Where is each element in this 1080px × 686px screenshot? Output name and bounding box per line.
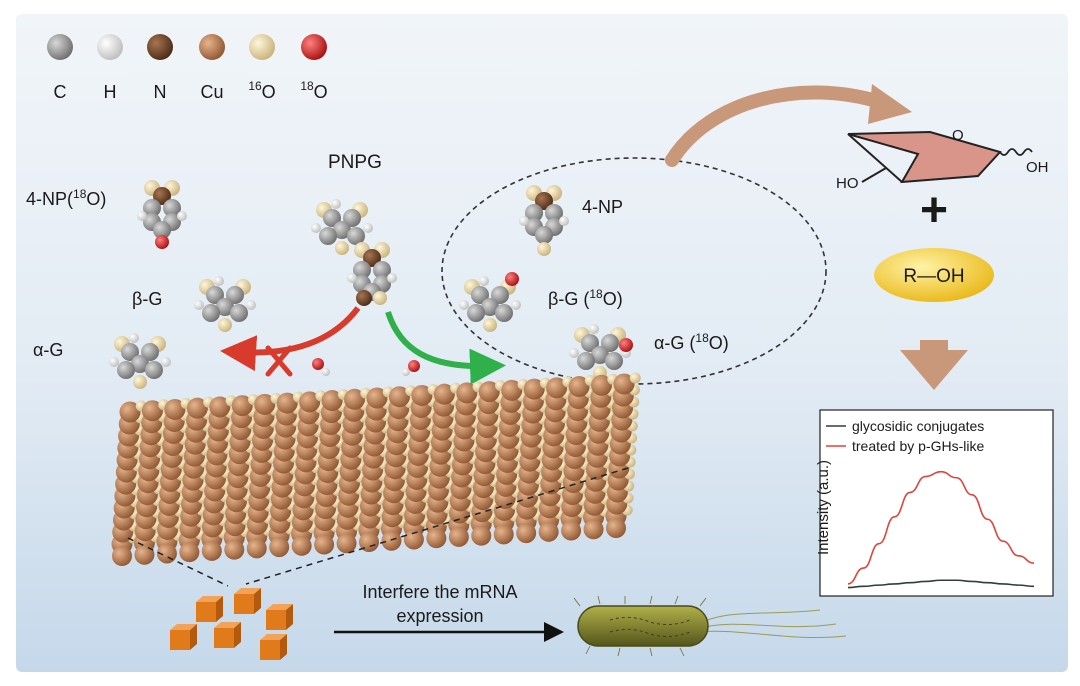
roh-label: R—OH: [903, 266, 964, 287]
series-line-1: [847, 470, 1035, 585]
nanocube: [266, 604, 293, 630]
series-line-0: [847, 579, 1035, 589]
catalysis-arrow: [385, 311, 506, 385]
legend-swatch-n: [147, 34, 173, 60]
nanocube: [234, 588, 261, 614]
legend-label-1: treated by p-GHs-like: [852, 438, 984, 454]
mrna-text-line2: expression: [396, 606, 483, 626]
label-alpha-g-18o: α-G (18O): [654, 331, 729, 353]
down-arrow: [900, 340, 968, 390]
nanocubes: [170, 588, 293, 660]
copper-oxide-nanosheet: [111, 372, 641, 566]
zoom-lines: [127, 467, 629, 587]
blocked-arrow: [220, 306, 361, 377]
plus-sign: +: [920, 184, 948, 237]
water-molecules: [312, 358, 420, 376]
mrna-text-line1: Interfere the mRNA: [362, 582, 517, 602]
sugar-oh: OH: [1026, 159, 1049, 176]
molecule-labels: PNPG 4-NP(18O) β-G α-G 4-NP β-G (18O) α-…: [26, 152, 729, 360]
chart-lines: [847, 470, 1035, 589]
sugar-ring-o: O: [952, 127, 964, 144]
label-beta-g: β-G: [132, 289, 162, 309]
label-4np-18o: 4-NP(18O): [26, 187, 106, 209]
chart-legend: glycosidic conjugates treated by p-GHs-li…: [826, 418, 984, 454]
bacterium-icon: [573, 595, 847, 657]
legend-label-0: glycosidic conjugates: [852, 418, 984, 434]
cross-icon: [265, 345, 293, 377]
label-pnpg: PNPG: [328, 152, 382, 173]
glucose-chair: O HO OH: [836, 127, 1049, 192]
product-to-sugar-arrow: [665, 84, 912, 167]
chart-frame: [819, 409, 1054, 597]
nanocube: [260, 634, 287, 660]
nanocube: [196, 596, 223, 622]
atom-legend: C H N Cu 16O 18O: [47, 34, 328, 102]
chart-ylabel: Intensity (a.u.): [815, 460, 832, 555]
legend-label-n: N: [154, 82, 167, 102]
label-beta-g-18o: β-G (18O): [548, 287, 623, 309]
legend-swatch-16o: [249, 34, 275, 60]
roh-ellipse: R—OH: [874, 248, 994, 302]
molecule-models: [109, 180, 633, 389]
sugar-ho: HO: [836, 175, 859, 192]
legend-swatch-h: [97, 34, 123, 60]
legend-swatch-c: [47, 34, 73, 60]
intensity-chart: Intensity (a.u.) glycosidic conjugates tr…: [815, 409, 1054, 597]
mrna-arrow: Interfere the mRNA expression: [334, 582, 564, 642]
nanocube: [170, 624, 197, 650]
legend-swatch-18o: [301, 34, 327, 60]
legend-label-18o: 18O: [300, 79, 327, 102]
legend-swatch-cu: [199, 34, 225, 60]
legend-label-16o: 16O: [248, 79, 275, 102]
label-4np: 4-NP: [582, 197, 623, 217]
legend-label-h: H: [104, 82, 117, 102]
label-alpha-g: α-G: [33, 340, 63, 360]
legend-label-c: C: [54, 82, 67, 102]
nanocube: [214, 622, 241, 648]
legend-label-cu: Cu: [200, 82, 223, 102]
